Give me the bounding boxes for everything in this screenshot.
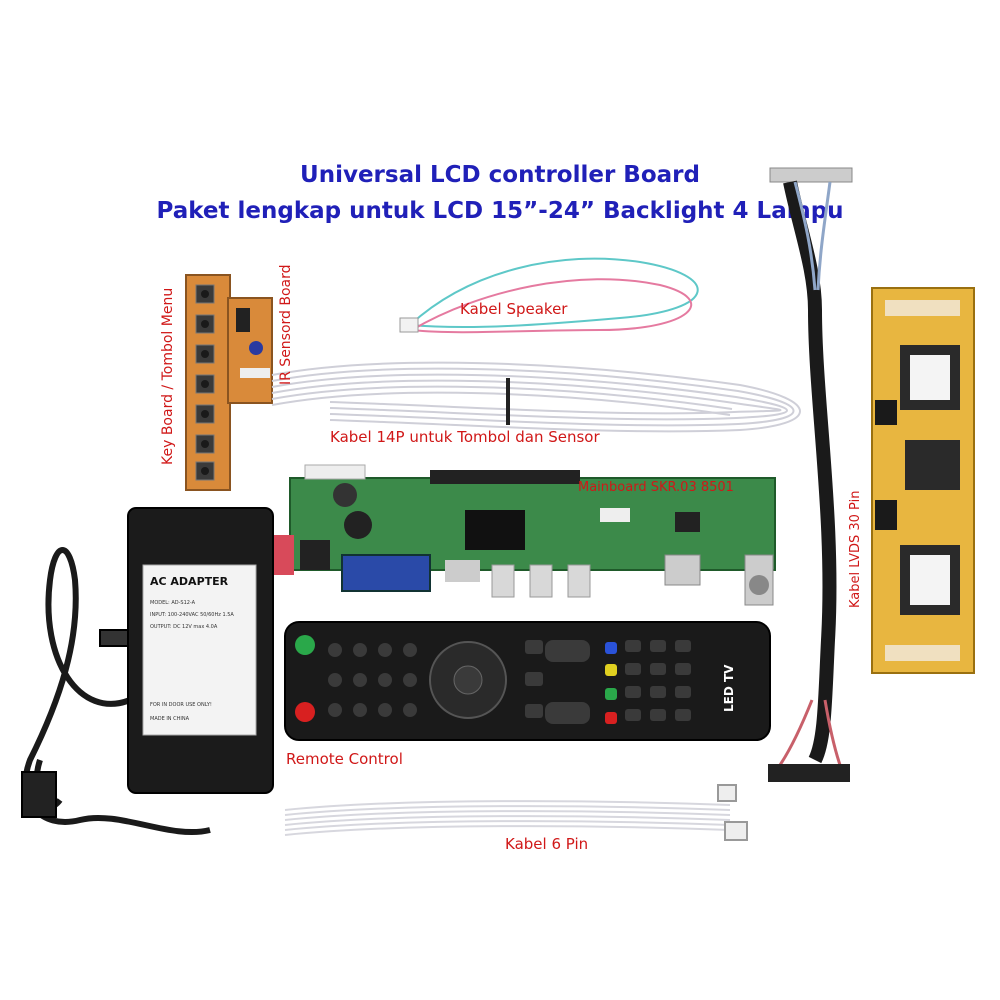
remote-control	[284, 621, 771, 741]
label-lvds-cable: Kabel LVDS 30 Pin	[848, 490, 863, 608]
inverter-board	[871, 287, 975, 674]
label-keyboard: Key Board / Tombol Menu	[160, 287, 176, 465]
label-remote: Remote Control	[286, 750, 403, 768]
title-line-1: Universal LCD controller Board	[300, 162, 700, 188]
remote-brand: LED TV	[722, 664, 736, 712]
adapter-title: AC ADAPTER	[150, 575, 229, 588]
adapter-indoor: FOR IN DOOR USE ONLY!	[150, 702, 212, 708]
adapter-cable	[21, 547, 211, 836]
mainboard	[272, 464, 776, 606]
cable-14p	[271, 361, 801, 433]
label-speaker-cable: Kabel Speaker	[460, 300, 568, 318]
label-cable-6-pin: Kabel 6 Pin	[505, 835, 589, 853]
adapter-label	[142, 564, 257, 736]
ir-sensor-board	[227, 297, 273, 404]
label-cable-14p: Kabel 14P untuk Tombol dan Sensor	[330, 428, 600, 446]
speaker-cable	[399, 257, 699, 334]
title-line-2: Paket lengkap untuk LCD 15”-24” Backligh…	[156, 198, 844, 224]
lvds-cable	[768, 167, 853, 782]
adapter-model: MODEL: AD-S12-A	[150, 600, 196, 606]
adapter-output: OUTPUT: DC 12V max 4.0A	[150, 624, 218, 630]
adapter-input: INPUT: 100-240VAC 50/60Hz 1.5A	[150, 612, 234, 618]
label-ir-sensor: IR Sensord Board	[278, 264, 294, 385]
keyboard-board	[185, 274, 231, 491]
adapter-made: MADE IN CHINA	[150, 716, 190, 722]
cable-6-pin	[284, 784, 748, 841]
label-mainboard: Mainboard SKR.03 8501	[578, 480, 734, 495]
